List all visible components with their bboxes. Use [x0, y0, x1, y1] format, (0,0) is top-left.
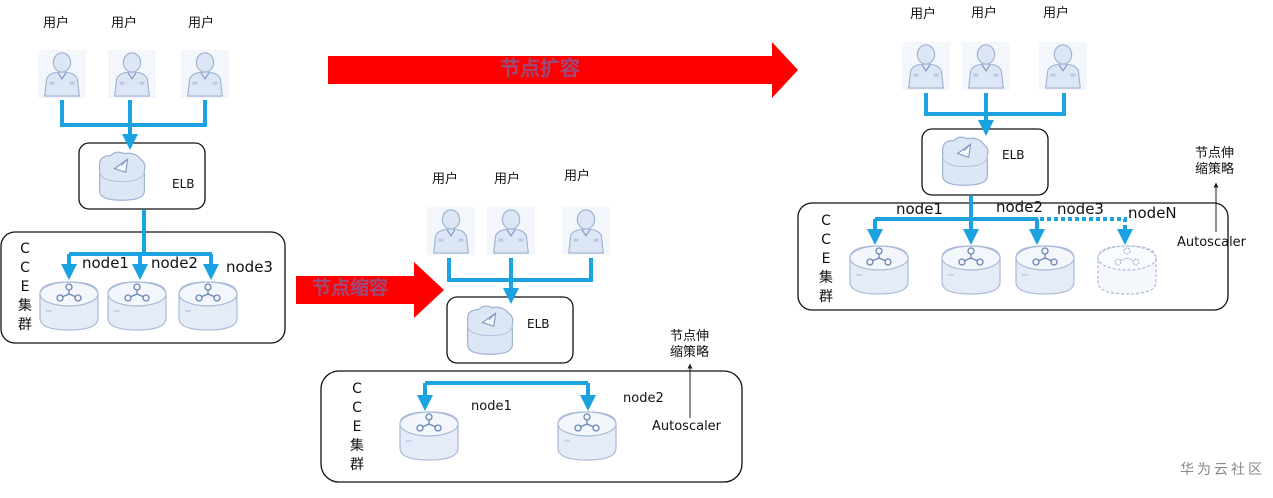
cce-cluster-box: [320, 370, 743, 483]
load-balancer-icon: [466, 305, 514, 355]
load-balancer-icon: [941, 136, 989, 186]
connector-users-elb: [447, 258, 593, 282]
node-server-icon: [941, 245, 1001, 295]
cce-letter: C: [20, 241, 30, 257]
group-scaled-in: [320, 207, 743, 483]
node-server-icon: [178, 281, 238, 331]
user-label: 用户: [188, 16, 215, 31]
cce-letter: C: [821, 232, 831, 248]
user-icon: [181, 50, 229, 98]
connector-nodeN-dashed: [1040, 217, 1133, 245]
elb-label: ELB: [527, 317, 550, 331]
cce-letter: 群: [819, 289, 833, 305]
node-label: node1: [896, 200, 943, 218]
cce-cluster-label: C C E 集 群: [16, 240, 34, 335]
cce-letter: 集: [350, 438, 364, 454]
user-icon: [562, 207, 610, 255]
node-label: nodeN: [1128, 204, 1177, 222]
node-label: node3: [226, 258, 273, 276]
scale-in-label: 节点缩容: [312, 277, 389, 299]
user-label: 用户: [1043, 6, 1070, 21]
connector-users-elb: [60, 100, 207, 127]
cce-letter: E: [821, 251, 831, 267]
policy-line: 节点伸: [670, 329, 710, 344]
elb-label: ELB: [1002, 148, 1025, 162]
node-server-icon: [557, 411, 617, 461]
watermark: 华为云社区: [1180, 462, 1265, 478]
node-label: node2: [996, 198, 1043, 216]
elb-label: ELB: [172, 177, 195, 191]
user-icon: [902, 42, 950, 90]
user-label: 用户: [494, 172, 521, 187]
node-server-icon: [1015, 245, 1075, 295]
scale-out-arrow: [328, 42, 798, 98]
user-icon: [487, 207, 535, 255]
cce-letter: 集: [18, 298, 32, 314]
user-icon: [38, 50, 86, 98]
group-scaled-out: [797, 42, 1229, 311]
node-label: node2: [623, 391, 664, 406]
elb-box: [78, 142, 206, 210]
user-icon: [108, 50, 156, 98]
scaling-policy-label: 节点伸 缩策略: [1195, 146, 1234, 178]
user-label: 用户: [43, 16, 70, 31]
user-label: 用户: [971, 6, 998, 21]
policy-line: 缩策略: [1195, 162, 1235, 177]
user-icon: [962, 42, 1010, 90]
user-icon: [1039, 42, 1087, 90]
autoscaler-label: Autoscaler: [1177, 235, 1247, 250]
load-balancer-icon: [98, 151, 146, 201]
cce-cluster-label: C C E 集 群: [817, 212, 835, 307]
cce-letter: 群: [18, 317, 32, 333]
scale-out-label: 节点扩容: [500, 56, 580, 80]
autoscaler-label: Autoscaler: [652, 419, 722, 434]
node-server-icon: [399, 411, 459, 461]
cce-letter: C: [352, 381, 362, 397]
user-label: 用户: [564, 169, 591, 184]
node-label: node2: [151, 254, 198, 272]
node-label: node1: [82, 254, 129, 272]
scale-in-arrow: [296, 262, 444, 318]
node-server-icon: [107, 281, 167, 331]
cce-letter: C: [352, 400, 362, 416]
cce-letter: E: [20, 279, 30, 295]
cce-letter: 集: [819, 270, 833, 286]
node-server-icon: [39, 281, 99, 331]
policy-line: 缩策略: [670, 345, 710, 360]
user-icon: [427, 207, 475, 255]
cce-letter: 群: [350, 457, 364, 473]
connector-users-elb: [924, 93, 1066, 116]
node-label: node3: [1057, 200, 1104, 218]
cce-letter: E: [352, 419, 362, 435]
policy-line: 节点伸: [1195, 146, 1235, 161]
group-initial: [0, 50, 286, 344]
scaling-policy-label: 节点伸 缩策略: [670, 329, 709, 361]
cce-cluster-box: [797, 202, 1229, 311]
user-label: 用户: [111, 16, 138, 31]
cce-letter: C: [20, 260, 30, 276]
user-label: 用户: [910, 7, 937, 22]
cce-letter: C: [821, 213, 831, 229]
pending-node-icon: [1097, 245, 1157, 295]
node-label: node1: [471, 399, 512, 414]
cce-cluster-label: C C E 集 群: [348, 380, 366, 475]
user-label: 用户: [432, 172, 459, 187]
node-server-icon: [849, 245, 909, 295]
